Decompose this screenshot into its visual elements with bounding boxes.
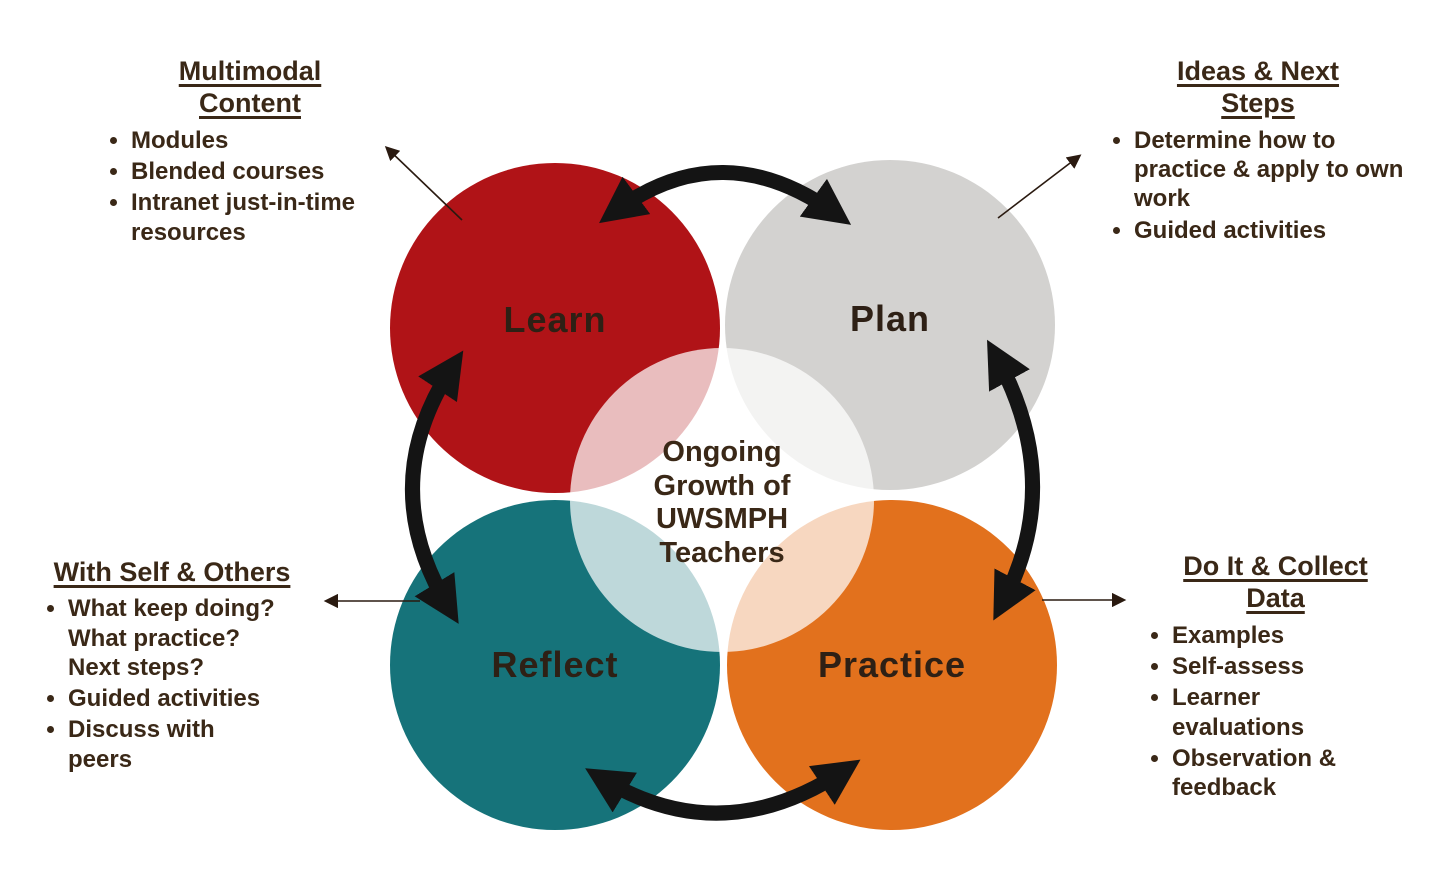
list-item: What keep doing? What practice? Next ste… (68, 594, 285, 682)
annotation-multimodal-content: Multimodal Content Modules Blended cours… (105, 55, 395, 249)
center-title-line: Growth of (653, 469, 791, 502)
list-item: Observation & feedback (1172, 744, 1396, 803)
circle-plan-label: Plan (849, 298, 931, 339)
list-item: Self-assess (1172, 652, 1396, 681)
annotation-ideas-next-steps: Ideas & Next Steps Determine how to prac… (1108, 55, 1408, 247)
annotation-do-it-collect-data: Do It & Collect Data Examples Self-asses… (1128, 550, 1423, 804)
list-item: Intranet just-in-time resources (131, 188, 395, 247)
annotation-list: What keep doing? What practice? Next ste… (42, 594, 285, 774)
center-title-line: Ongoing (662, 436, 782, 468)
annotation-list: Determine how to practice & apply to own… (1108, 126, 1408, 245)
list-item: Guided activities (1134, 216, 1408, 245)
callout-arrow-ideas (997, 154, 1082, 219)
list-item: Learner evaluations (1172, 683, 1396, 742)
circle-reflect-label: Reflect (491, 644, 619, 685)
list-item: Determine how to practice & apply to own… (1134, 126, 1408, 214)
center-title-line: Teachers (659, 536, 785, 569)
list-item: Examples (1172, 621, 1396, 650)
circle-learn-label: Learn (503, 299, 607, 340)
annotation-title: With Self & Others (53, 557, 291, 587)
center-overlap-highlight (570, 348, 874, 652)
annotation-title: Multimodal Content (178, 56, 322, 119)
list-item: Modules (131, 126, 395, 155)
annotation-list: Modules Blended courses Intranet just-in… (105, 126, 395, 247)
center-title: Ongoing Growth of UWSMPH Teachers (582, 436, 862, 571)
list-item: Discuss with peers (68, 715, 285, 774)
list-item: Blended courses (131, 157, 395, 186)
annotation-title: Ideas & Next Steps (1176, 56, 1340, 119)
annotation-title: Do It & Collect Data (1183, 551, 1368, 614)
annotation-with-self-others: With Self & Others What keep doing? What… (12, 556, 332, 776)
annotation-list: Examples Self-assess Learner evaluations… (1146, 621, 1396, 803)
list-item: Guided activities (68, 684, 285, 713)
center-title-line: UWSMPH (655, 503, 789, 536)
circle-practice-label: Practice (817, 644, 967, 685)
